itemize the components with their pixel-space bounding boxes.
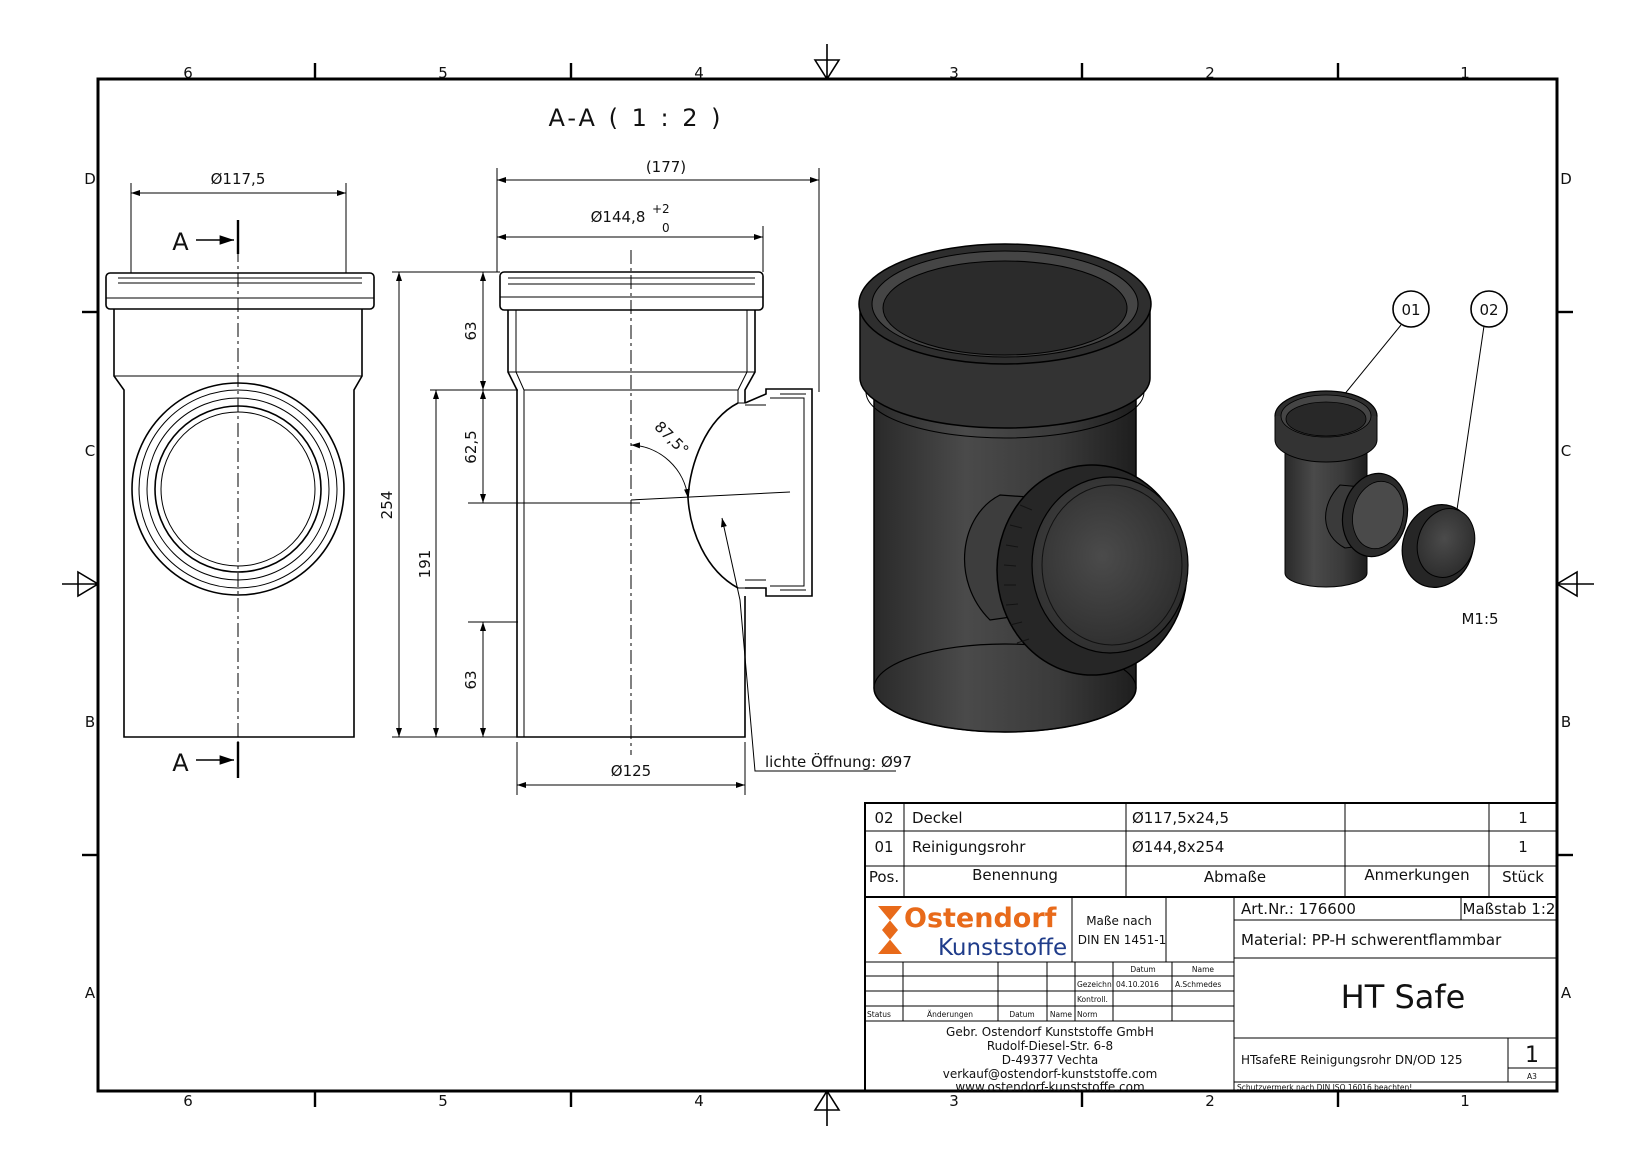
zone-row-right: B bbox=[1561, 713, 1571, 731]
iso-render-assembled bbox=[858, 243, 1189, 733]
bom-row-name: Reinigungsrohr bbox=[912, 838, 1026, 856]
standard-value: DIN EN 1451-1 bbox=[1078, 933, 1166, 947]
drawing-frame bbox=[62, 44, 1594, 1126]
logo-main: Ostendorf bbox=[904, 903, 1057, 934]
zone-col-top: 2 bbox=[1205, 64, 1215, 82]
zone-row-right: D bbox=[1560, 170, 1572, 188]
angle-label: 87,5° bbox=[651, 418, 693, 460]
drawing-scale: Maßstab 1:2 bbox=[1463, 900, 1556, 918]
bom-row-dims: Ø117,5x24,5 bbox=[1132, 809, 1229, 827]
title-block: Ostendorf Kunststoffe Maße nach DIN EN 1… bbox=[864, 896, 1558, 1094]
section-marker-bottom: A bbox=[172, 749, 191, 777]
zone-row-right: C bbox=[1561, 442, 1571, 460]
col-datum: Datum bbox=[1130, 965, 1155, 974]
product-name: HT Safe bbox=[1341, 978, 1466, 1016]
bom-header-pos: Pos. bbox=[869, 868, 899, 886]
row-norm: Norm bbox=[1077, 1010, 1097, 1019]
side-view: Ø117,5 A A bbox=[105, 170, 375, 778]
zone-col-top: 5 bbox=[438, 64, 448, 82]
dim-pipe-diameter: Ø125 bbox=[611, 762, 651, 780]
company-email: verkauf@ostendorf-kunststoffe.com bbox=[943, 1067, 1158, 1081]
dim-socket-depth: 63 bbox=[462, 321, 480, 340]
zone-row-left: C bbox=[85, 442, 95, 460]
dim-bottom-63: 63 bbox=[462, 670, 480, 689]
dim-side-diameter: Ø117,5 bbox=[211, 170, 266, 188]
iso-render-parts: 01 02 M1:5 bbox=[1274, 290, 1508, 628]
dim-tolerance-lower: 0 bbox=[662, 221, 670, 235]
zone-col-top: 6 bbox=[183, 64, 193, 82]
dim-socket-diameter: Ø144,8 bbox=[591, 208, 646, 226]
article-number: Art.Nr.: 176600 bbox=[1241, 900, 1356, 918]
zone-col-top: 4 bbox=[694, 64, 704, 82]
drawn-by: A.Schmedes bbox=[1175, 980, 1221, 989]
dim-height-191: 191 bbox=[416, 550, 434, 579]
hist-changes: Änderungen bbox=[927, 1010, 973, 1019]
callout-01: 01 bbox=[1401, 301, 1420, 319]
bom-row-qty: 1 bbox=[1518, 809, 1528, 827]
standard-label: Maße nach bbox=[1086, 914, 1152, 928]
bom-row-name: Deckel bbox=[912, 809, 963, 827]
hist-date: Datum bbox=[1009, 1010, 1034, 1019]
bill-of-materials: 02 Deckel Ø117,5x24,5 1 01 Reinigungsroh… bbox=[864, 802, 1558, 898]
zone-col-top: 3 bbox=[949, 64, 959, 82]
logo-sub: Kunststoffe bbox=[938, 935, 1067, 961]
zone-col-bottom: 6 bbox=[183, 1092, 193, 1110]
dim-62-5: 62,5 bbox=[462, 430, 480, 463]
bom-header-dims: Abmaße bbox=[1204, 868, 1266, 886]
parts-scale-label: M1:5 bbox=[1461, 610, 1498, 628]
hist-status: Status bbox=[867, 1010, 891, 1019]
date-drawn: 04.10.2016 bbox=[1116, 980, 1159, 989]
sheet-number: 1 bbox=[1525, 1043, 1539, 1068]
company-city: D-49377 Vechta bbox=[1002, 1053, 1098, 1067]
company-street: Rudolf-Diesel-Str. 6-8 bbox=[987, 1039, 1113, 1053]
company-name: Gebr. Ostendorf Kunststoffe GmbH bbox=[946, 1025, 1154, 1039]
zone-col-bottom: 3 bbox=[949, 1092, 959, 1110]
dim-tolerance-upper: +2 bbox=[652, 202, 670, 216]
protection-note: Schutzvermerk nach DIN ISO 16016 beachte… bbox=[1237, 1083, 1412, 1092]
section-title: A-A ( 1 : 2 ) bbox=[549, 104, 724, 132]
bom-header-name: Benennung bbox=[972, 866, 1058, 884]
zone-row-right: A bbox=[1561, 984, 1572, 1002]
callout-02: 02 bbox=[1479, 301, 1498, 319]
zone-row-left: B bbox=[85, 713, 95, 731]
product-description: HTsafeRE Reinigungsrohr DN/OD 125 bbox=[1241, 1053, 1463, 1067]
row-gezeichn: Gezeichn. bbox=[1077, 980, 1114, 989]
material: Material: PP-H schwerentflammbar bbox=[1241, 931, 1502, 949]
bom-row-pos: 01 bbox=[874, 838, 893, 856]
sheet-format: A3 bbox=[1527, 1072, 1537, 1081]
section-view: (177) Ø144,8 +2 0 254 191 63 62,5 63 bbox=[378, 158, 912, 795]
zone-col-bottom: 1 bbox=[1460, 1092, 1470, 1110]
row-kontroll: Kontroll. bbox=[1077, 995, 1108, 1004]
bom-header-qty: Stück bbox=[1502, 868, 1544, 886]
dim-total-height: 254 bbox=[378, 491, 396, 520]
company-web: www.ostendorf-kunststoffe.com bbox=[955, 1080, 1144, 1094]
company-logo: Ostendorf Kunststoffe bbox=[878, 903, 1067, 961]
note-clear-opening: lichte Öffnung: Ø97 bbox=[765, 752, 912, 771]
zone-col-bottom: 5 bbox=[438, 1092, 448, 1110]
bom-header-note: Anmerkungen bbox=[1364, 866, 1469, 884]
zone-col-top: 1 bbox=[1460, 64, 1470, 82]
dim-overall-width: (177) bbox=[646, 158, 686, 176]
section-marker-top: A bbox=[172, 228, 191, 256]
bom-row-dims: Ø144,8x254 bbox=[1132, 838, 1224, 856]
zone-row-left: D bbox=[84, 170, 96, 188]
col-name: Name bbox=[1192, 965, 1215, 974]
zone-row-left: A bbox=[85, 984, 96, 1002]
zone-labels: 6 5 4 3 2 1 6 5 4 3 2 1 D C B A D C B A bbox=[84, 64, 1572, 1110]
hist-name: Name bbox=[1050, 1010, 1073, 1019]
zone-col-bottom: 2 bbox=[1205, 1092, 1215, 1110]
bom-row-pos: 02 bbox=[874, 809, 893, 827]
zone-col-bottom: 4 bbox=[694, 1092, 704, 1110]
bom-row-qty: 1 bbox=[1518, 838, 1528, 856]
